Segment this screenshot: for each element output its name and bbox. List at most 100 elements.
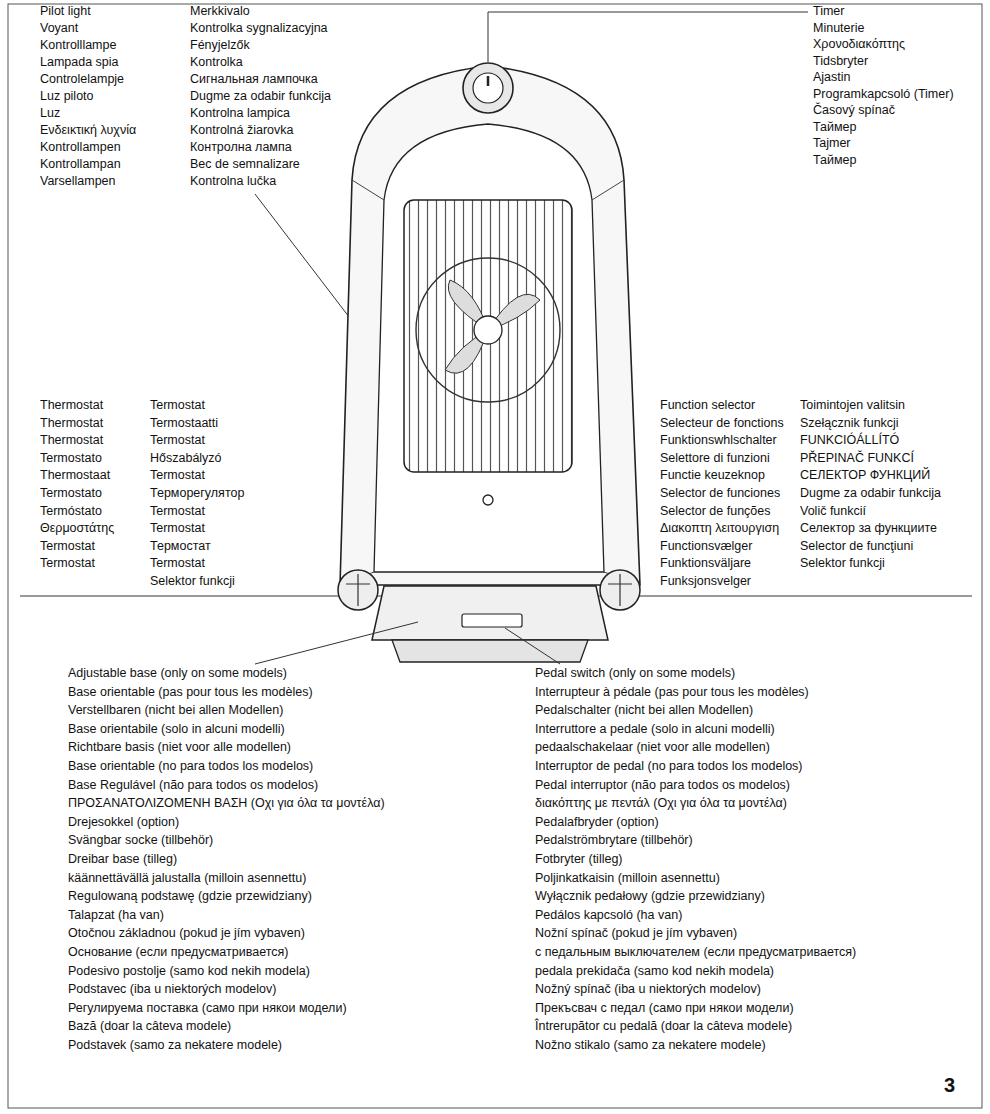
function-knob [600,570,640,610]
pedal-switch-label: Wyłącznik pedałowy (gdzie przewidziany) [535,889,765,904]
thermostat-label: Thermostaat [40,468,110,483]
base-label: Podesivo postolje (samo kod nekih modela… [68,964,310,979]
function-selector-label: Dugme za odabir funkcija [800,486,941,501]
pilot-light-label: Ενδεικτική λυχνία [40,123,136,138]
function-selector-label: Selector de funções [660,504,771,519]
pilot-light-label: Merkkivalo [190,4,250,19]
fan-ring [416,258,560,402]
function-selector-label: Селектор за функциите [800,521,937,536]
base-label: Podstavek (samo za nekatere modele) [68,1038,282,1053]
pedal-switch-label: Прекъсвач с педал (само при някои модели… [535,1001,794,1016]
base-label: ΠΡΟΣΑΝΑΤΟΛΙΖΟΜΕΝΗ ΒΑΣΗ (Οχι για όλα τα μ… [68,796,385,811]
base-label: Base orientable (pas pour tous les modèl… [68,685,313,700]
base-label: Bază (doar la câteva modele) [68,1019,231,1034]
pilot-light-label: Kontrolna lampica [190,106,290,121]
pilot-light-label: Kontrolka sygnalizacyjna [190,21,328,36]
thermostat-label: Termostat [40,556,95,571]
pedal-switch-label: Pedal interruptor (não para todos os mod… [535,778,790,793]
base-label: Drejesokkel (option) [68,815,179,830]
pedal-switch-label: Fotbryter (tilleg) [535,852,623,867]
pedal-switch-label: Nožný spínač (iba u niektorých modelov) [535,982,761,997]
pilot-light-label: Kontrolná žiarovka [190,123,294,138]
base-leader [255,622,418,664]
base-label: Основание (если предусматривается) [68,945,288,960]
thermostat-label: Θερμοστάτης [40,521,114,536]
thermostat-label: Thermostat [40,416,103,431]
thermostat-label: Termostat [150,398,205,413]
pilot-light-label: Luz piloto [40,89,94,104]
pilot-light-label: Dugme za odabir funkcija [190,89,331,104]
pedal-switch-label: Interruptor de pedal (no para todos los … [535,759,803,774]
pilot-light-label: Luz [40,106,60,121]
pilot-light-label: Kontrolna lučka [190,174,276,189]
timer-label: Minuterie [813,21,864,36]
base-label: käännettävällä jalustalla (milloin asenn… [68,871,306,886]
pilot-light-label: Fényjelzők [190,38,250,53]
function-selector-label: Volič funkcií [800,504,866,519]
base-label: Verstellbaren (nicht bei allen Modellen) [68,703,283,718]
pilot-light-label: Pilot light [40,4,91,19]
function-selector-label: Selektor funkcji [800,556,885,571]
base-foot [392,640,588,662]
function-selector-label: Selettore di funzioni [660,451,770,466]
pilot-light-label: Lampada spia [40,55,119,70]
function-selector-label: Szełącznik funkcji [800,416,899,431]
timer-label: Časový spínač [813,103,895,118]
thermostat-label: Thermostat [40,398,103,413]
pedal-switch-label: Pedal switch (only on some models) [535,666,735,681]
timer-knob [463,63,513,113]
thermostat-label: Termostato [40,451,102,466]
page-frame [8,4,982,1108]
base-label: Svängbar socke (tillbehör) [68,833,213,848]
function-selector-label: Function selector [660,398,755,413]
pedal-switch-label: pedala prekidača (samo kod nekih modela) [535,964,774,979]
base-label: Регулируема поставка (само при някои мод… [68,1001,347,1016]
pilot-light-label: Kontrollampen [40,140,121,155]
pedal-switch-label: Întrerupător cu pedală (doar la câteva m… [535,1019,792,1034]
function-selector-label: Funktionsväljare [660,556,751,571]
pilot-light-label: Voyant [40,21,78,36]
pedal-leader [505,628,560,664]
timer-label: Programkapcsoló (Timer) [813,87,954,102]
housing-edges [340,180,640,585]
timer-leader [488,12,808,62]
thermostat-label: Termostat [150,521,205,536]
base-label: Dreibar base (tilleg) [68,852,177,867]
function-selector-label: Funksjonsvelger [660,574,751,589]
fan-blades [445,280,540,373]
pedal-switch-label: Nožno stikalo (samo za nekatere modele) [535,1038,766,1053]
pedal-switch-label: Nožní spínač (pokud je jím vybaven) [535,926,737,941]
function-selector-label: Functie keuzeknop [660,468,765,483]
pilot-light-label: Kontrolllampe [40,38,116,53]
pilot-light-label: Bec de semnalizare [190,157,300,172]
pedal-switch [462,614,522,627]
pilot-light [483,495,493,505]
timer-label: Таймер [813,153,857,168]
thermostat-label: Термостат [150,539,211,554]
function-selector-label: Toimintojen valitsin [800,398,905,413]
function-selector-label: Selecteur de fonctions [660,416,784,431]
timer-label: Ajastin [813,70,851,85]
thermostat-label: Termostat [150,504,205,519]
pilot-light-label: Varsellampen [40,174,116,189]
base [372,586,608,640]
base-label: Regulowaną podstawę (gdzie przewidziany) [68,889,312,904]
base-label: Base orientabile (solo in alcuni modelli… [68,722,285,737]
pedal-switch-label: с педальным выключателем (если предусмат… [535,945,856,960]
pedal-switch-label: διακόπτης με πεντάλ (Οχι για όλα τα μοντ… [535,796,787,811]
pedal-switch-label: Interrupteur à pédale (pas pour tous les… [535,685,809,700]
timer-label: Tidsbryter [813,54,868,69]
base-label: Podstavec (iba u niektorých modelov) [68,982,276,997]
thermostat-label: Hőszabályzó [150,451,222,466]
thermostat-label: Termóstato [40,504,102,519]
pedal-switch-label: Poljinkatkaisin (milloin asennettu) [535,871,720,886]
function-selector-label: FUNKCIÓÁLLÍTÓ [800,433,899,448]
timer-label: Timer [813,4,844,19]
function-selector-label: Selector de funcţiuni [800,539,913,554]
thermostat-label: Thermostat [40,433,103,448]
function-selector-label: Διακοπτη λειτουργιση [660,521,779,536]
timer-pointer [487,76,490,86]
pedal-switch-label: Pedalschalter (nicht bei allen Modellen) [535,703,753,718]
pilot-light-label: Controlelampje [40,72,124,87]
